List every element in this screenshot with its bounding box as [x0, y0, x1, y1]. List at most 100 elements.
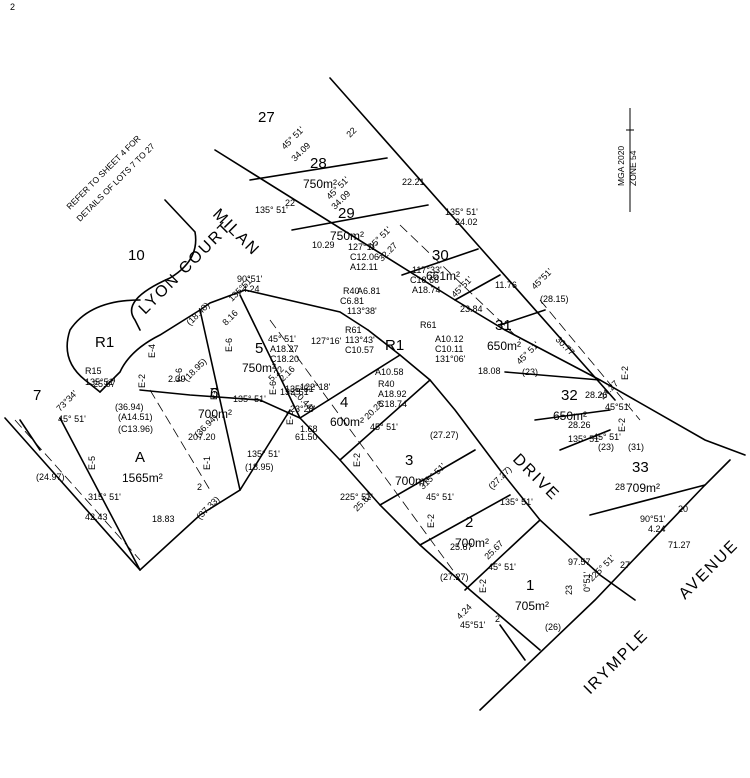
dimension-label: 22 — [285, 198, 295, 208]
lot-area: 750m² — [303, 177, 337, 191]
dimension-label: 42.43 — [85, 512, 108, 522]
dimension-label: (18.95) — [245, 462, 274, 472]
lot-area: 750m² — [330, 229, 364, 243]
dimension-label: 135°51' — [285, 384, 316, 394]
easement-label: E-2 — [426, 514, 436, 528]
dimension-label: 28 — [615, 482, 625, 492]
dimension-label: 122°18' — [300, 382, 331, 392]
lot-area: 700m² — [198, 407, 232, 421]
dimension-label: 113°43' — [345, 335, 375, 345]
milan-road-lower-boundary — [244, 289, 369, 331]
dimension-label: A10.58 — [375, 367, 404, 377]
dimension-label: A18.92 — [378, 389, 407, 399]
lot-number: 1 — [526, 577, 534, 594]
easement-label: E-2 — [352, 453, 362, 467]
road-label-lyon-court: LYON COURT — [136, 219, 235, 318]
dimension-label: 45°51' — [529, 266, 554, 291]
dimension-label: 117°33' — [412, 265, 442, 275]
dimension-label: 135° 51' — [500, 497, 533, 507]
lot-number: 3 — [405, 452, 413, 469]
dimension-label: 97.57 — [568, 557, 591, 567]
easement-label: E-2 — [285, 411, 295, 425]
dimension-label: 27 — [620, 560, 630, 570]
lot-number: 2 — [465, 514, 473, 531]
dimension-label: 23°28' — [290, 404, 316, 414]
lot-number: 28 — [310, 155, 327, 172]
dimension-label: 135° 51' — [247, 449, 280, 459]
dimension-label: A12.11 — [350, 262, 378, 272]
dimension-label: 22 — [344, 125, 358, 139]
lot-number: 6 — [210, 385, 218, 402]
lot-area: 750m² — [242, 361, 276, 375]
dimension-label: 2 — [10, 2, 15, 12]
lot-area: 600m² — [330, 415, 364, 429]
lot-number: 30 — [432, 247, 449, 264]
dimension-label: 25.67 — [450, 542, 473, 552]
dimension-label: (36.94) — [115, 402, 144, 412]
dimension-label: 135° 51' — [568, 434, 601, 444]
dimension-label: 45° 51' — [426, 492, 454, 502]
dimension-label: 10.29 — [312, 240, 335, 250]
dimension-label: (26) — [545, 622, 561, 632]
dimension-label: 135° 51' — [233, 394, 266, 404]
lot-area: 700m² — [455, 536, 489, 550]
dimension-label: (C13.96) — [118, 424, 153, 434]
dimension-label: 45° 51' — [58, 414, 86, 424]
dimension-label: 4.24 — [242, 284, 260, 294]
dimension-label: C12.06 — [350, 252, 379, 262]
lot-area: 650m² — [487, 339, 521, 353]
easement-lines — [14, 224, 641, 581]
easement-label: E-4 — [147, 344, 157, 358]
dimension-label: (37.33) — [194, 494, 221, 521]
dimension-label: C18.20 — [270, 354, 299, 364]
lot-number: A — [135, 449, 145, 466]
dimension-label: 135° 51' — [255, 205, 288, 215]
dimension-label: 24.02 — [455, 217, 478, 227]
dimension-label: (A14.51) — [118, 412, 153, 422]
dimension-label: 90°51' — [237, 274, 263, 284]
dimension-label: 127°16' — [311, 336, 342, 346]
dimension-label: (18.40) — [184, 300, 211, 327]
dimension-label: 20 — [678, 504, 688, 514]
dimension-label: 135°51' — [85, 377, 116, 387]
dimension-label: R61 — [420, 320, 437, 330]
dimension-label: 11.76 — [495, 280, 517, 290]
dimension-label: (27.27) — [440, 572, 469, 582]
dimension-label: R61 — [345, 325, 362, 335]
dimension-label: 0°51' — [582, 571, 592, 592]
dimension-label: (27.27) — [430, 430, 459, 440]
dimension-label: 73°34' — [54, 388, 79, 413]
dimension-label: 1.68 — [300, 424, 318, 434]
dimension-label: 61.50 — [295, 432, 318, 442]
dimension-label: A18.74 — [412, 285, 441, 295]
dimension-label: 45° 51' — [370, 422, 398, 432]
dimension-label: 45° 51' — [593, 432, 621, 442]
dimension-label: 45° 51' — [268, 334, 296, 344]
dimension-label: (31) — [628, 442, 644, 452]
easement-label: E-6 — [268, 381, 278, 395]
lot-area: 650m² — [553, 409, 587, 423]
dimension-label: 45° 51' — [488, 562, 516, 572]
dimension-label: C18.74 — [378, 399, 407, 409]
dimension-label: 4.24 — [454, 602, 473, 621]
dimension-label: 45°51' — [460, 620, 486, 630]
lyon-court-bulb — [66, 299, 141, 393]
dimension-label: (28.15) — [540, 294, 569, 304]
irymple-avenue-boundary — [479, 459, 731, 711]
reserve-label: R1 — [95, 334, 114, 351]
dimension-label: 71.27 — [668, 540, 691, 550]
rear-boundary-lots-28-31 — [329, 77, 616, 401]
lot-number: 31 — [495, 317, 512, 334]
easement-label: E-1 — [202, 456, 212, 470]
dimension-label: (23) — [522, 367, 538, 377]
dimension-label: A18.27 — [270, 344, 299, 354]
dimension-label: C18.66 — [410, 275, 439, 285]
lot-area: 705m² — [515, 599, 549, 613]
dimension-label: 18.83 — [152, 514, 175, 524]
lot-area: 709m² — [626, 481, 660, 495]
dimension-label: C10.11 — [435, 344, 463, 354]
dimension-label: 28.26 — [568, 420, 591, 430]
